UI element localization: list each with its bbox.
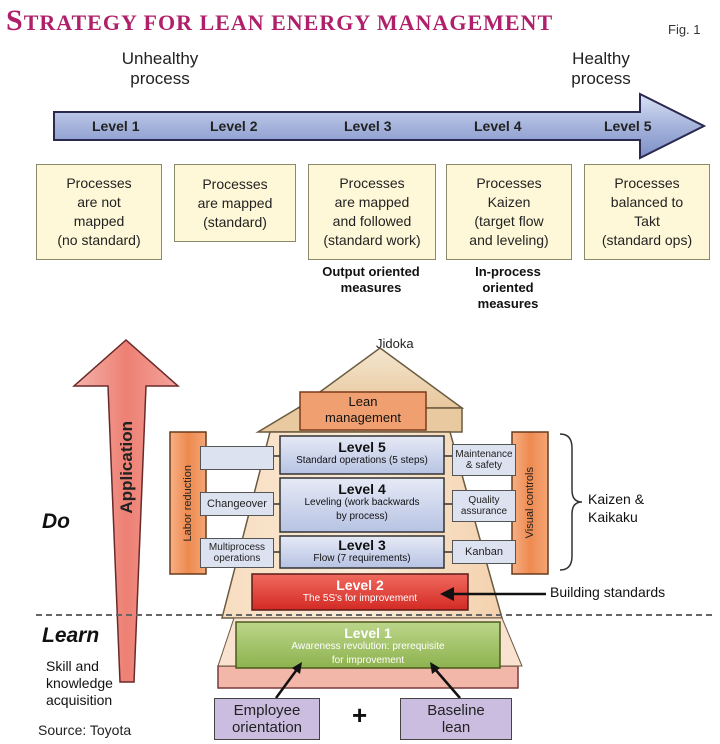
learn-label: Learn xyxy=(42,624,100,647)
level-2-label: Level 2 xyxy=(210,118,258,134)
maturity-arrow xyxy=(53,92,707,160)
house-diagram xyxy=(169,347,549,689)
level-3-label: Level 3 xyxy=(344,118,392,134)
labor-reduction-label: Labor reduction xyxy=(182,464,194,542)
figure-label: Fig. 1 xyxy=(668,22,701,37)
level-4-label: Level 4 xyxy=(474,118,522,134)
visual-controls-label: Visual controls xyxy=(524,467,536,539)
level-5-label: Level 5 xyxy=(604,118,652,134)
foundation-arrows xyxy=(274,662,461,699)
do-label: Do xyxy=(42,510,70,533)
plus-sign: + xyxy=(352,700,368,730)
level-1-label: Level 1 xyxy=(92,118,140,134)
building-standards-arrow xyxy=(440,587,546,601)
building-standards-label: Building standards xyxy=(550,584,666,600)
kanban-item: Kanban xyxy=(452,540,516,564)
application-arrow xyxy=(72,338,180,683)
page-title: STRATEGY FOR LEAN ENERGY MANAGEMENT xyxy=(6,4,554,37)
labor-reduction-blank-item xyxy=(200,446,274,470)
kaizen-kaikaku-label: Kaizen &Kaikaku xyxy=(588,491,645,525)
jidoka-label: Jidoka xyxy=(376,336,414,351)
kaizen-bracket xyxy=(559,433,583,571)
do-learn-divider xyxy=(36,614,712,616)
application-label: Application xyxy=(117,420,136,514)
changeover-item: Changeover xyxy=(200,492,274,516)
maintenance-safety-item: Maintenance& safety xyxy=(452,444,516,476)
source-label: Source: Toyota xyxy=(38,722,132,738)
